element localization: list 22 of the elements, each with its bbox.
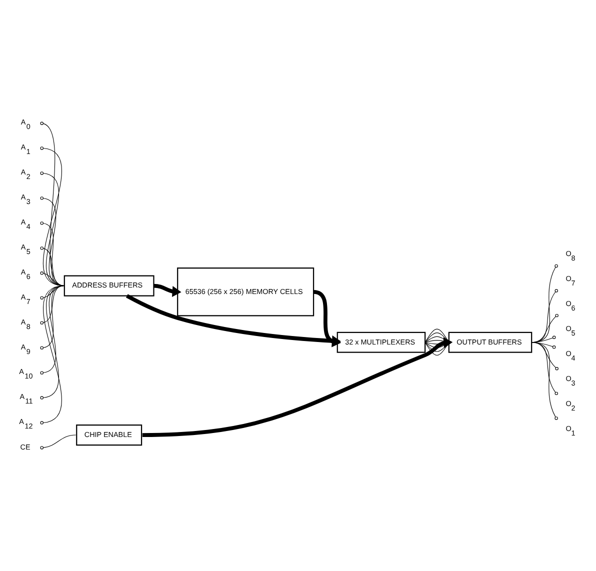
connector [40, 246, 65, 286]
connector [40, 286, 65, 424]
connector [40, 146, 65, 286]
connector [40, 286, 65, 400]
connector [40, 196, 65, 286]
connector [40, 434, 76, 450]
connector [40, 286, 65, 374]
arrow [126, 294, 341, 346]
connector [40, 286, 65, 350]
connector [40, 222, 65, 286]
connector [531, 342, 558, 420]
arrow [142, 337, 453, 437]
connector [531, 342, 558, 396]
arrow [313, 290, 342, 348]
connector [40, 286, 65, 324]
connector [424, 328, 450, 343]
connector [40, 272, 65, 286]
connector [424, 342, 450, 356]
connector [40, 172, 65, 286]
connector [40, 122, 65, 286]
arrow [154, 284, 182, 298]
connector [531, 342, 558, 370]
